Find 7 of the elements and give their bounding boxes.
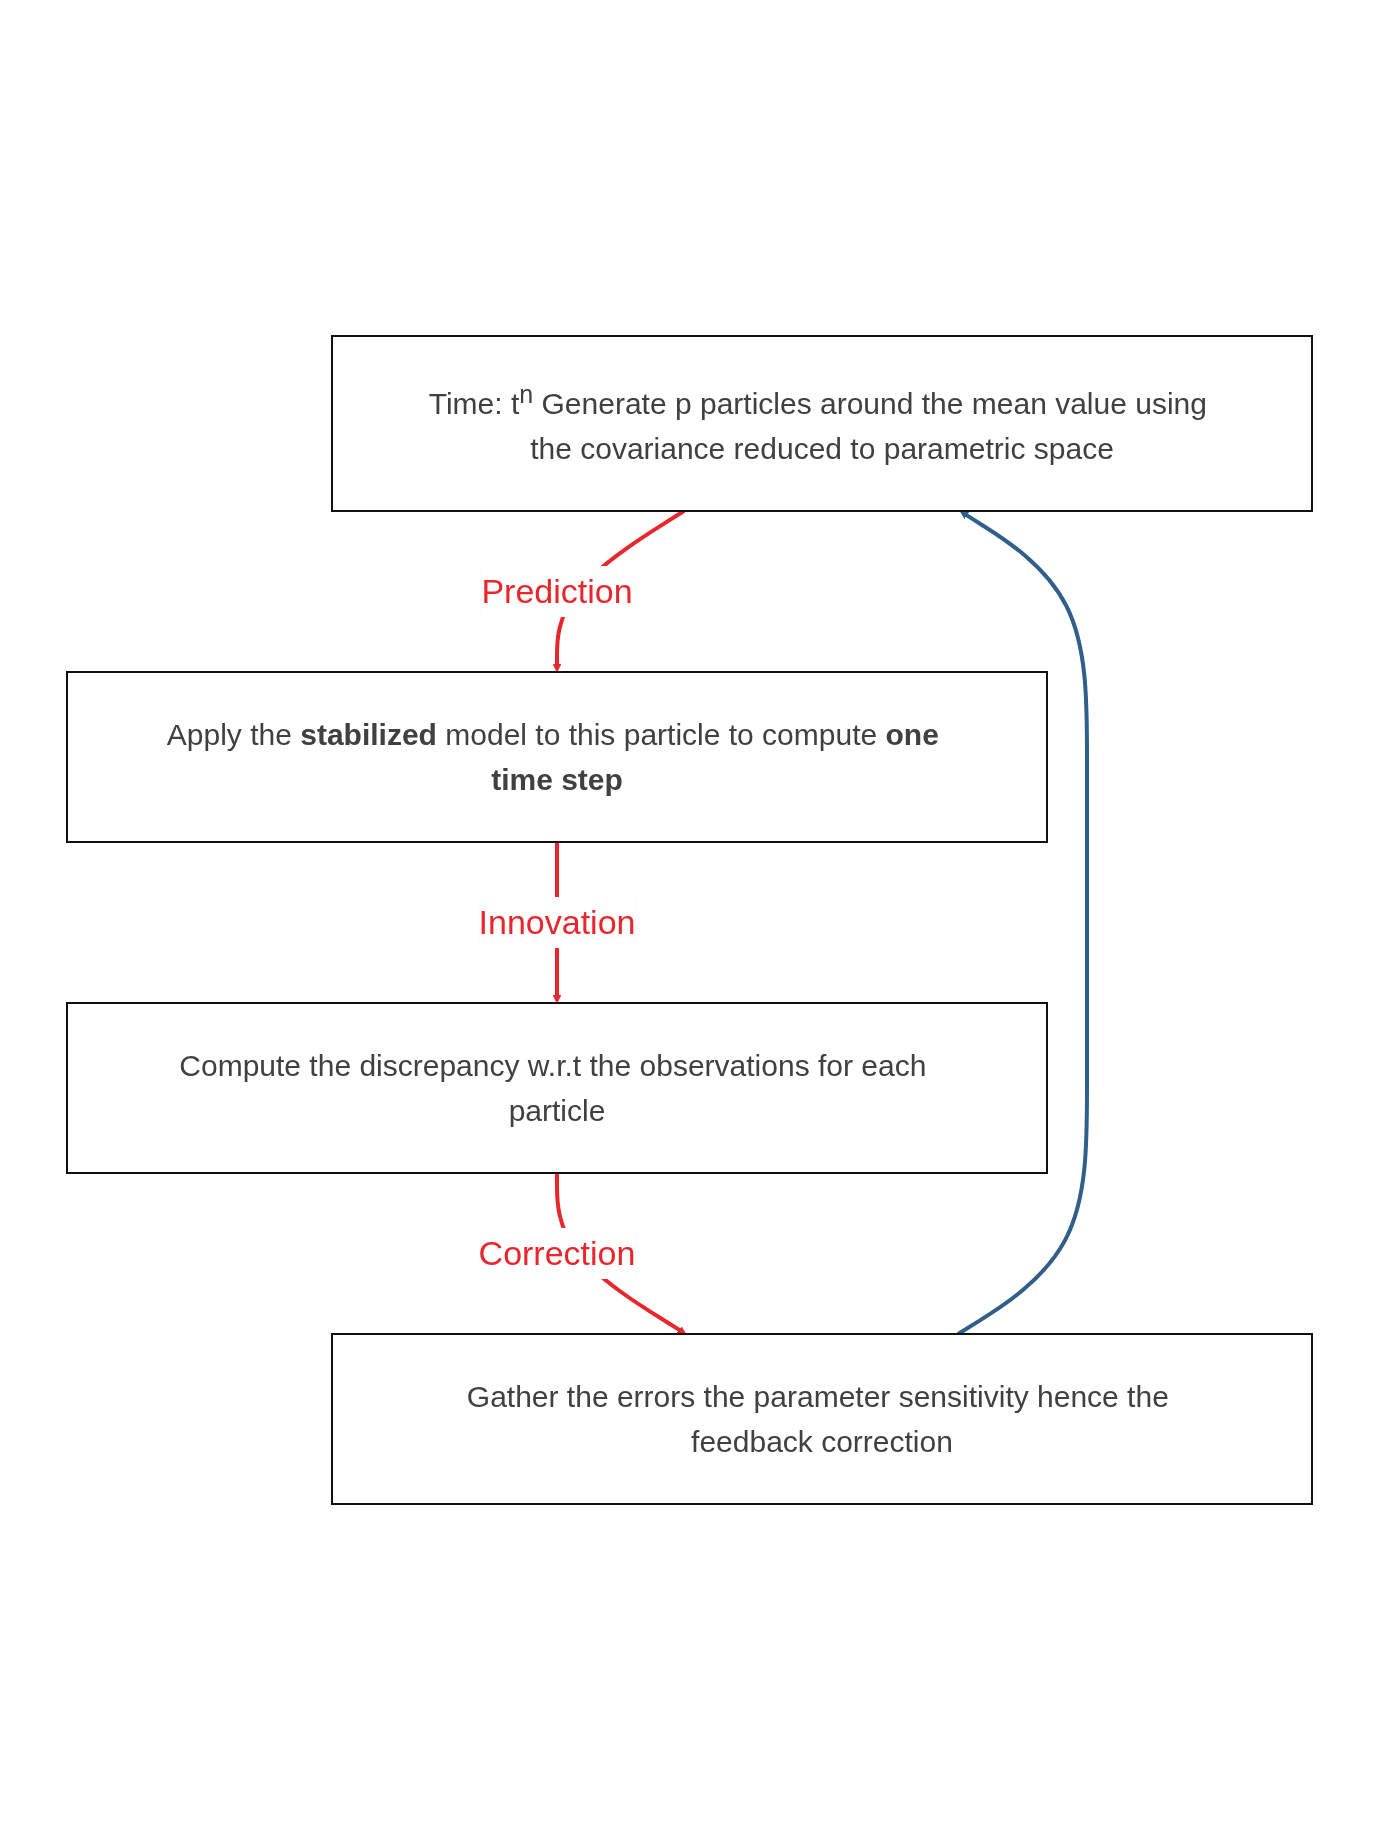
node-box: Compute the discrepancy w.r.t the observations for each particle <box>65 1001 1048 1174</box>
node-box: Time: t$^{n}$ Generate p particles around the mean value using the covariance reduced to parametric space <box>330 334 1313 512</box>
node-box: Apply the stabilized model to this particle to compute one time step <box>65 670 1048 843</box>
node-box: Gather the errors the parameter sensitivity hence the feedback correction <box>330 1332 1313 1505</box>
edge-label: Prediction <box>480 571 633 610</box>
edge-label: Correction <box>478 1233 635 1272</box>
edge-label: Innovation <box>478 902 635 941</box>
